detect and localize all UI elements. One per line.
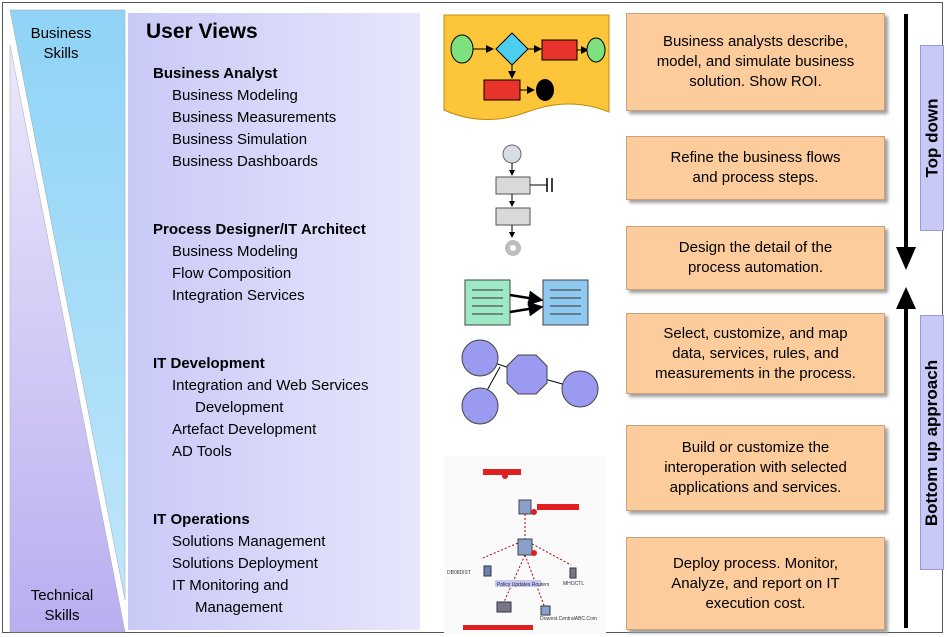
label-central-abc: Dravest.CentralABC.Com — [540, 616, 597, 622]
list-item: AD Tools — [172, 443, 232, 460]
label-db08dist: DB08DIST — [447, 570, 471, 576]
list-item: Business Modeling — [172, 87, 298, 104]
top-down-label: Top down — [920, 45, 944, 231]
process-flow-illustration — [495, 144, 553, 256]
user-views-title: User Views — [146, 20, 258, 43]
label-policy-updates-routers: Policy Updates Routers — [497, 582, 550, 588]
list-item: Solutions Management — [172, 533, 326, 550]
list-item: Solutions Deployment — [172, 555, 318, 572]
list-item: Artefact Development — [172, 421, 317, 438]
role-process-designer: Process Designer/IT Architect — [153, 221, 366, 238]
list-item: IT Monitoring and — [172, 577, 289, 594]
list-item: Integration Services — [172, 287, 305, 304]
bottom-up-arrowhead — [896, 287, 916, 309]
technical-skills-triangle — [9, 44, 126, 633]
role-it-development: IT Development — [153, 355, 265, 372]
list-item: Business Measurements — [172, 109, 337, 126]
label-mhoctl: MHOCTL — [563, 581, 584, 587]
list-item: Flow Composition — [172, 265, 292, 282]
services-network-illustration — [461, 339, 599, 425]
user-views-panel — [128, 13, 420, 630]
list-item: Business Dashboards — [172, 153, 318, 170]
bottom-up-label: Bottom up approach — [920, 315, 944, 570]
list-item: Integration and Web Services — [172, 377, 369, 394]
role-it-operations: IT Operations — [153, 511, 250, 528]
step-box-6: Deploy process. Monitor,Analyze, and rep… — [626, 537, 885, 630]
role-business-analyst: Business Analyst — [153, 65, 278, 82]
list-item: Business Simulation — [172, 131, 308, 148]
business-skills-triangle — [9, 9, 126, 601]
list-item: Management — [195, 599, 283, 616]
business-model-illustration — [443, 14, 610, 120]
top-down-arrowhead — [896, 247, 916, 270]
list-item: Development — [195, 399, 284, 416]
data-mapping-illustration — [464, 279, 589, 326]
deployment-topology-illustration: DB08DIST MHOCTL Policy Updates Routers D… — [444, 456, 606, 634]
list-item: Business Modeling — [172, 243, 298, 260]
step-box-1: Business analysts describe,model, and si… — [626, 13, 885, 111]
